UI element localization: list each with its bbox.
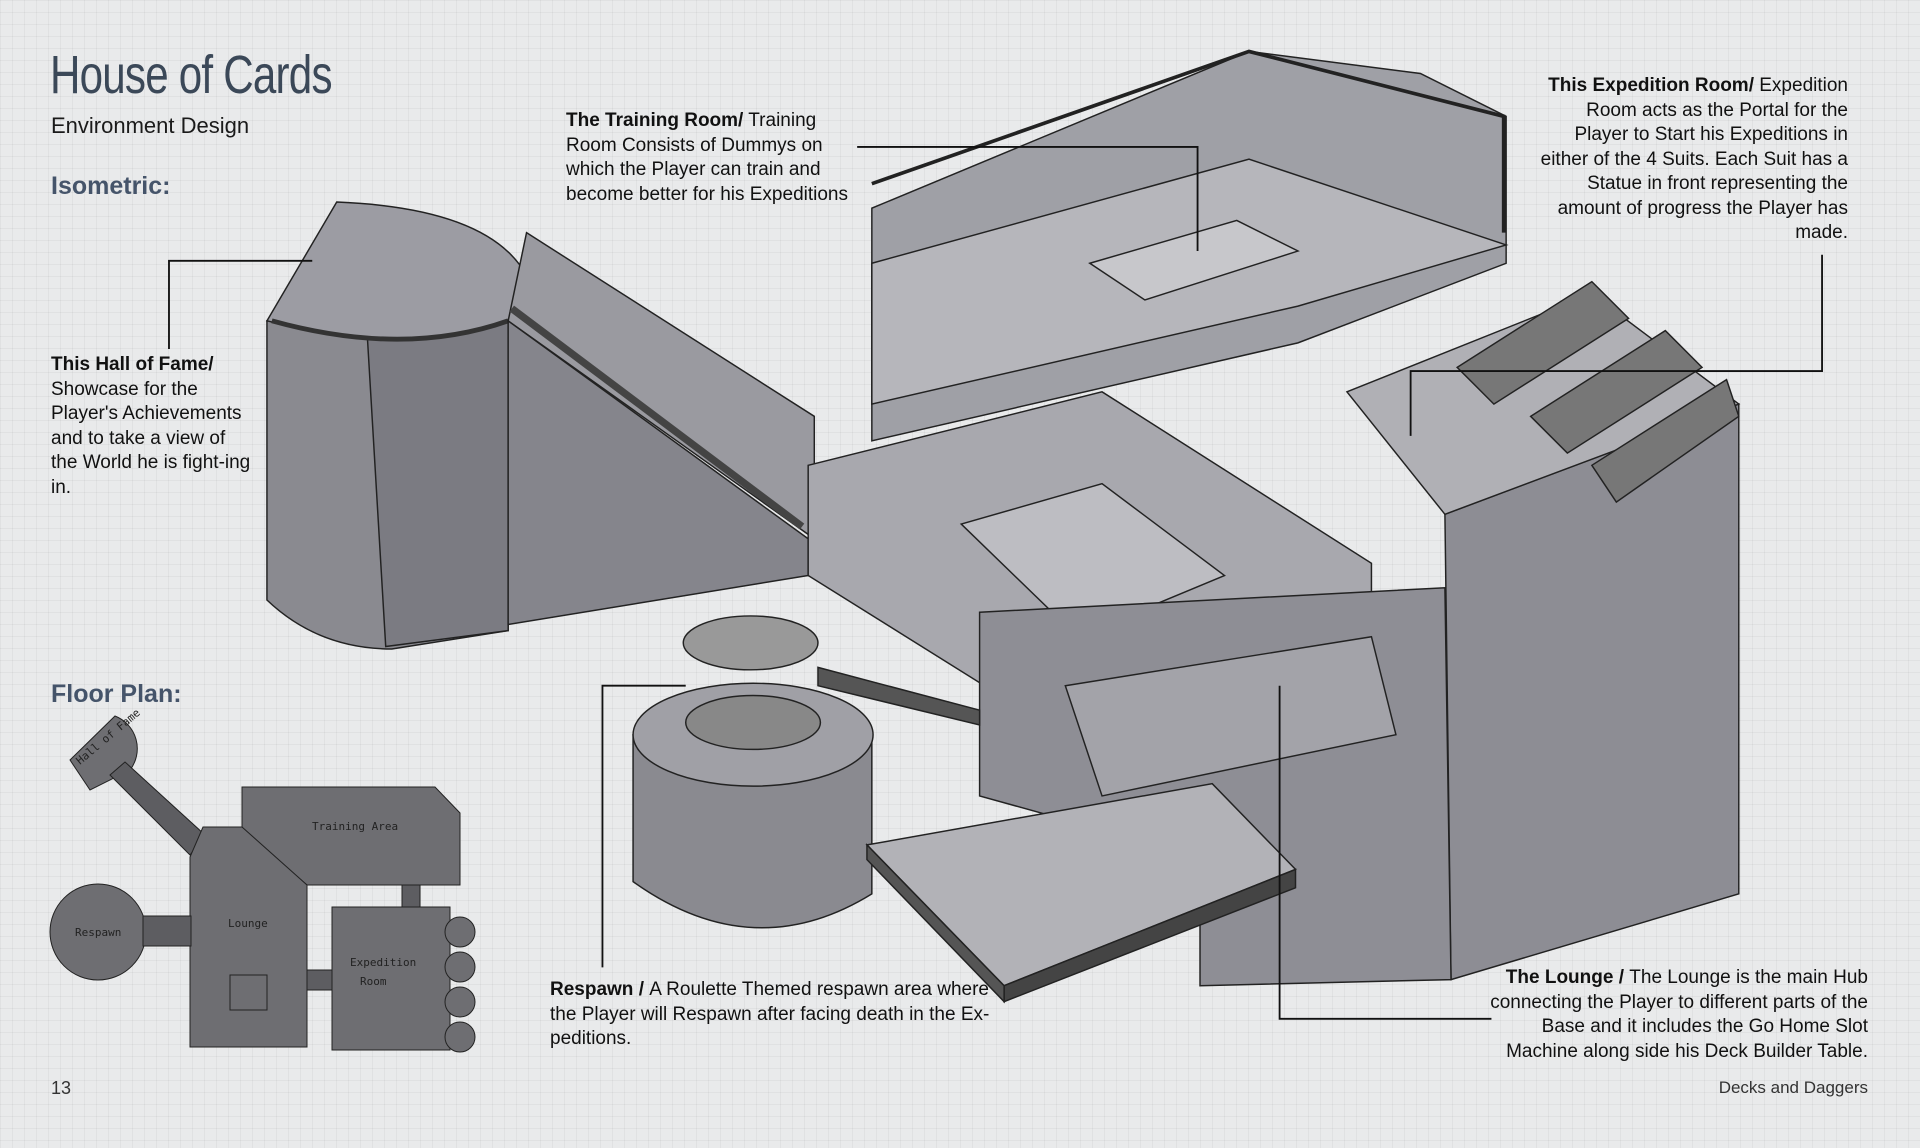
hall-of-fame-tower [265,201,528,650]
expedition-room-block [1345,280,1741,981]
label-expedition: Expedition [350,956,416,969]
section-heading-floor-plan: Floor Plan: [51,680,182,708]
label-respawn: Respawn [75,926,121,939]
note-expedition-room: This Expedition Room/ Expedition Room ac… [1530,74,1848,246]
page-title: House of Cards [50,45,333,105]
floor-plan-lounge [189,826,308,1048]
leader-lines [168,146,1823,1020]
note-title: The Training Room/ [566,110,744,131]
note-title: This Hall of Fame/ [51,354,214,375]
page-number: 13 [51,1078,72,1098]
note-hall-of-fame: This Hall of Fame/ Showcase for the Play… [51,353,251,500]
respawn-tower [632,615,981,929]
note-title: Respawn / [550,979,650,1000]
label-lounge: Lounge [228,917,268,930]
section-heading-isometric: Isometric: [51,172,171,200]
note-title: This Expedition Room/ [1548,75,1754,96]
statue-platform [865,782,1297,1004]
label-training-area: Training Area [312,820,398,833]
note-body: Training Room Consists of Dummys on whic… [566,110,848,205]
label-room: Room [360,975,387,988]
page-subtitle: Environment Design [51,113,250,138]
note-training-room: The Training Room/ Training Room Consist… [566,109,866,207]
floor-plan [49,715,476,1053]
note-body: Expedition Room acts as the Portal for t… [1540,75,1848,243]
book-title: Decks and Daggers [1718,1078,1868,1097]
floor-plan-expedition-room [331,906,451,1051]
label-hall-of-fame: Hall of Fame [74,706,143,767]
note-body: A Roulette Themed respawn area where the… [550,979,990,1049]
note-title: The Lounge / [1505,967,1630,988]
note-body: Showcase for the Player's Achievements a… [51,378,251,498]
note-lounge: The Lounge / The Lounge is the main Hub … [1490,966,1868,1064]
note-body: The Lounge is the main Hub connecting th… [1490,967,1868,1062]
training-room-block [871,49,1509,442]
note-respawn: Respawn / A Roulette Themed respawn area… [550,978,1010,1052]
